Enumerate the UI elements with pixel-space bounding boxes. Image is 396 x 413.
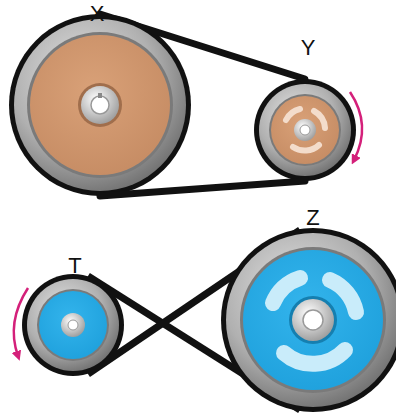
rotation-arrow xyxy=(14,288,28,356)
belt-crossed xyxy=(22,228,396,412)
belt-open xyxy=(9,14,356,196)
pulley-x xyxy=(14,19,186,191)
pulley-label: Y xyxy=(301,37,316,59)
pulley-label: X xyxy=(90,3,105,25)
pulley-y xyxy=(259,84,351,176)
pulley-z xyxy=(226,233,396,407)
rotation-arrow xyxy=(350,92,362,160)
pulley-label: T xyxy=(68,255,81,277)
pulley-t xyxy=(27,279,119,371)
pulley-label: Z xyxy=(306,207,319,229)
